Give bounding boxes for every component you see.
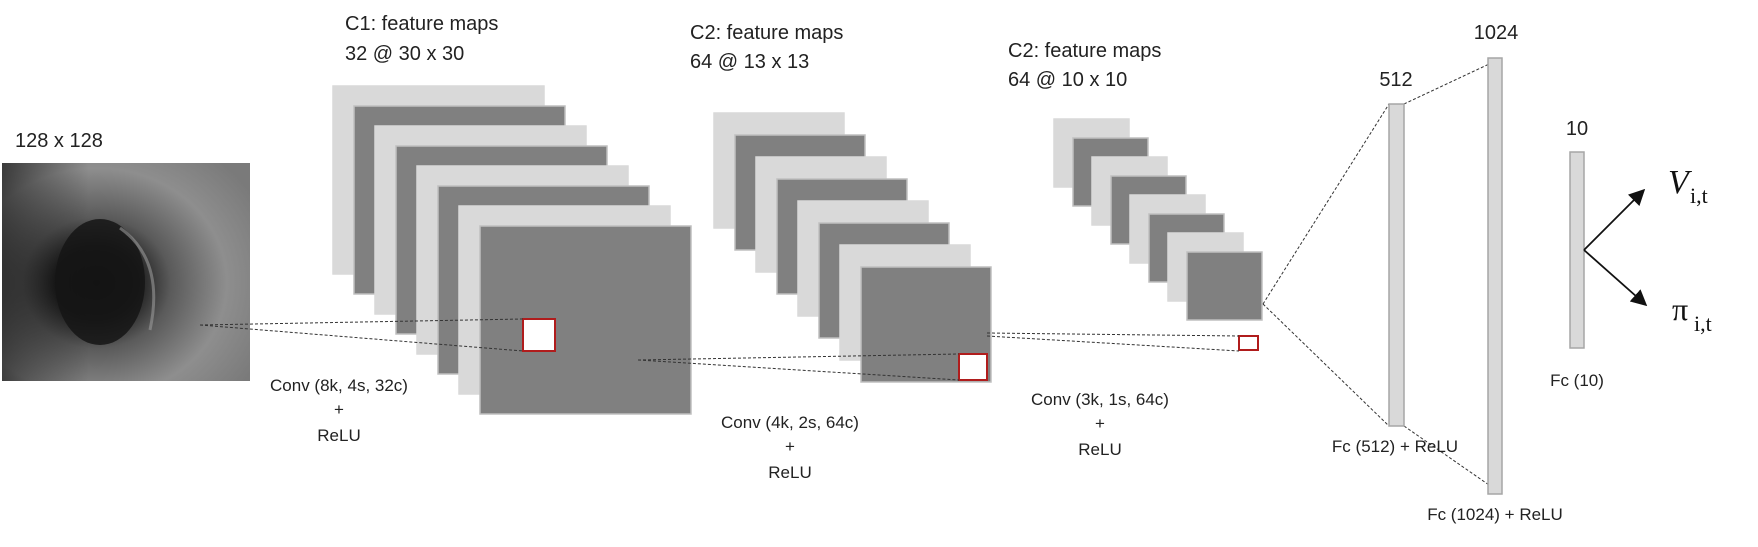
op-label-c2: Conv (4k, 2s, 64c) + ReLU <box>721 413 859 482</box>
input-size-label: 128 x 128 <box>15 130 103 152</box>
fc-bar <box>1388 103 1405 427</box>
fc-bar <box>1569 151 1585 349</box>
fc-caption: Fc (512) + ReLU <box>1332 437 1458 456</box>
policy-symbol: π <box>1672 291 1688 327</box>
feature-map-sheet <box>1186 251 1263 321</box>
feature-map-sheet <box>479 225 692 415</box>
policy-subscript: i,t <box>1694 311 1712 336</box>
value-arrow <box>1583 188 1646 251</box>
fc-bar <box>1487 57 1503 495</box>
op-activation: ReLU <box>1078 440 1121 459</box>
op-activation: ReLU <box>768 463 811 482</box>
output-arrows <box>1583 188 1648 307</box>
op-plus: + <box>334 400 344 419</box>
value-output-label: V i,t <box>1668 164 1708 208</box>
feature-map-stack-c1 <box>332 85 692 415</box>
op-label-c3: Conv (3k, 1s, 64c) + ReLU <box>1031 390 1169 459</box>
layer-title: C2: feature maps <box>690 22 843 44</box>
fc-layer-512: 512 Fc (512) + ReLU <box>1332 69 1458 456</box>
layer-title-c1: C1: feature maps 32 @ 30 x 30 <box>345 13 498 65</box>
fc-layer-10: 10 Fc (10) <box>1550 118 1604 390</box>
op-text: Conv (8k, 4s, 32c) <box>270 376 408 395</box>
layer-title: C2: feature maps <box>1008 40 1161 62</box>
op-activation: ReLU <box>317 426 360 445</box>
input-image-group: 128 x 128 <box>2 130 250 381</box>
layer-shape: 64 @ 10 x 10 <box>1008 69 1127 91</box>
fc-caption: Fc (10) <box>1550 371 1604 390</box>
layer-shape: 64 @ 13 x 13 <box>690 51 809 73</box>
op-plus: + <box>785 437 795 456</box>
fc-size-label: 1024 <box>1474 22 1519 44</box>
layer-title-c2: C2: feature maps 64 @ 13 x 13 <box>690 22 843 73</box>
feature-map-stack-c2 <box>713 112 992 383</box>
kernel-window <box>522 318 556 352</box>
op-label-c1: Conv (8k, 4s, 32c) + ReLU <box>270 376 408 445</box>
op-text: Conv (4k, 2s, 64c) <box>721 413 859 432</box>
layer-title: C1: feature maps <box>345 13 498 35</box>
fc-size-label: 10 <box>1566 118 1588 140</box>
policy-output-label: π i,t <box>1672 291 1712 336</box>
op-plus: + <box>1095 414 1105 433</box>
op-text: Conv (3k, 1s, 64c) <box>1031 390 1169 409</box>
kernel-window <box>958 353 988 381</box>
layer-title-c3: C2: feature maps 64 @ 10 x 10 <box>1008 40 1161 91</box>
fc-size-label: 512 <box>1379 69 1412 91</box>
feature-map-stack-c3 <box>1053 118 1263 351</box>
fc-layer-1024: 1024 Fc (1024) + ReLU <box>1427 22 1563 524</box>
layer-shape: 32 @ 30 x 30 <box>345 43 464 65</box>
fc-caption: Fc (1024) + ReLU <box>1427 505 1563 524</box>
value-subscript: i,t <box>1690 183 1708 208</box>
kernel-window <box>1238 335 1259 351</box>
policy-arrow <box>1583 249 1648 307</box>
projection-lines <box>199 57 1503 495</box>
input-image <box>2 163 250 381</box>
